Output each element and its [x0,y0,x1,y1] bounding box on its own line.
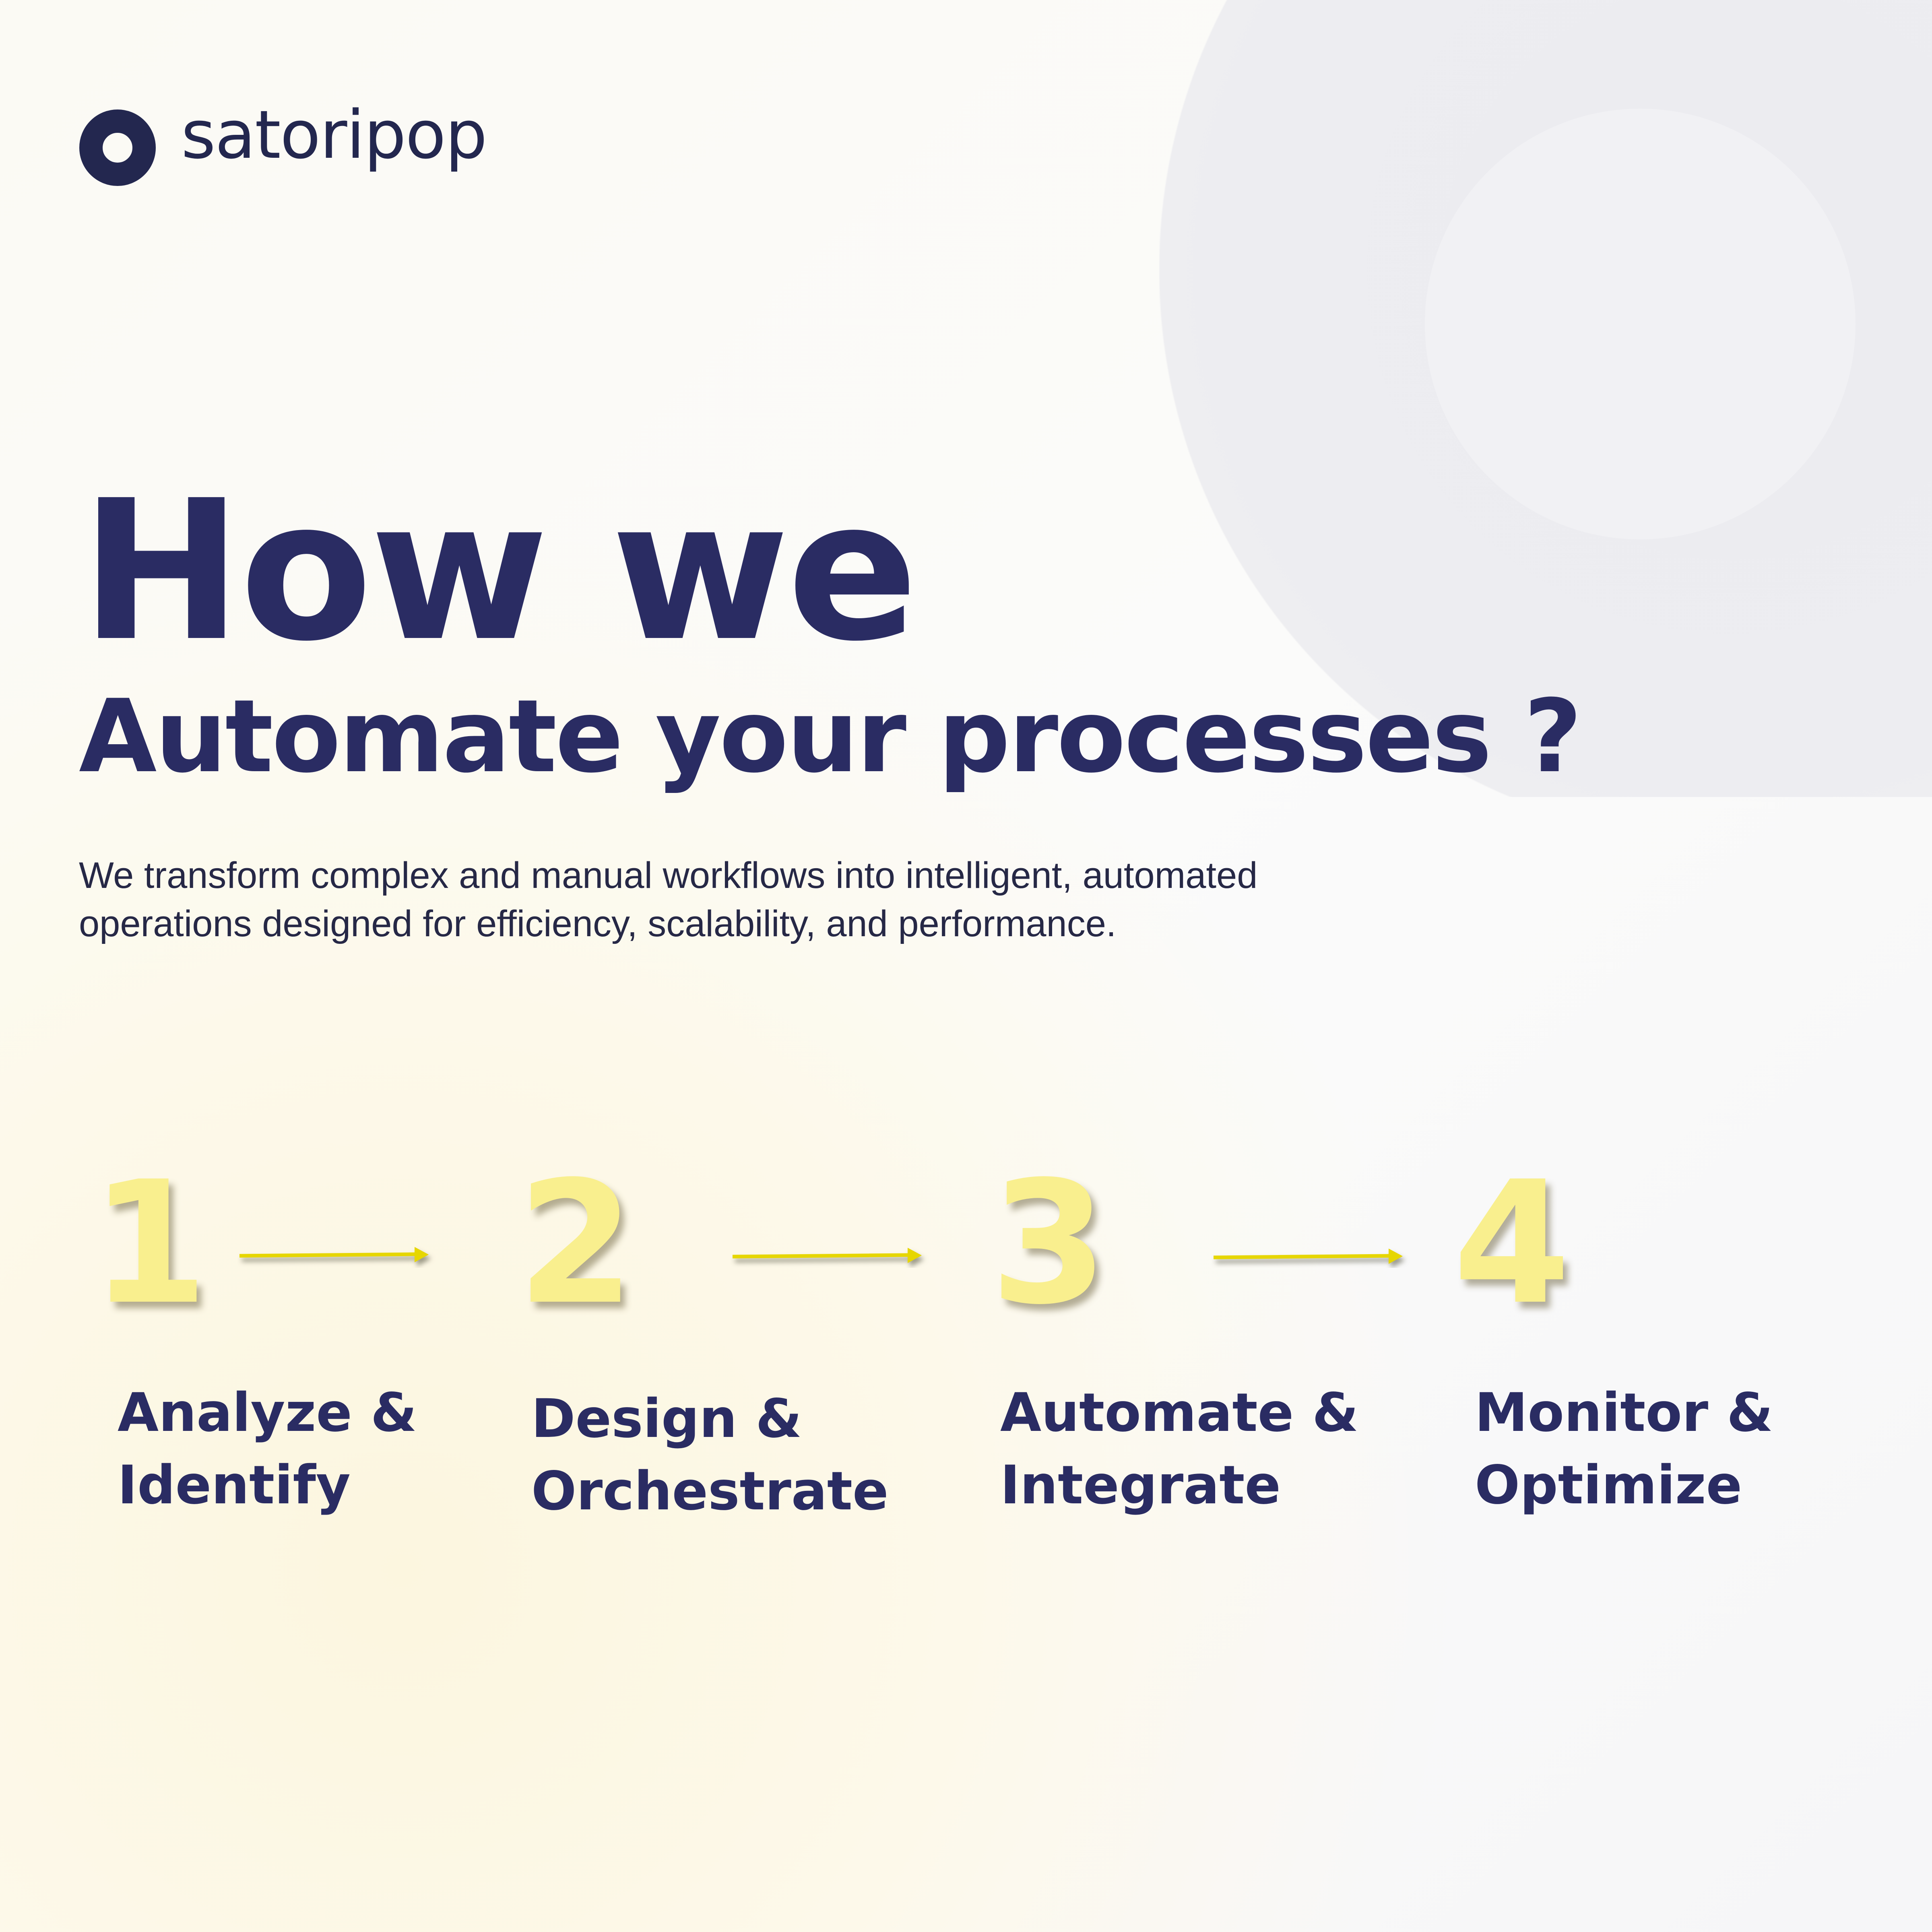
arrow-icon [239,1247,429,1262]
step-number-2: 2 [517,1145,635,1342]
heading-line2: Automate your processes ? [79,678,1582,795]
step-label-line: Integrate [1000,1454,1281,1516]
heading-line1: How we [80,459,918,684]
description: We transform complex and manual workflow… [79,851,1689,948]
brand-name: satoripop [181,96,487,173]
description-line1: We transform complex and manual workflow… [79,855,1258,896]
step-label-1: Analyze & Identify [118,1377,417,1521]
step-label-3: Automate & Integrate [1000,1377,1358,1521]
step-label-line: Optimize [1475,1454,1742,1516]
step-number-3: 3 [990,1145,1108,1342]
step-label-line: Analyze & [118,1382,417,1444]
background-circle-small [1425,109,1856,539]
logo-ring-icon [79,109,156,186]
step-number-1: 1 [91,1145,208,1342]
step-label-4: Monitor & Optimize [1475,1377,1773,1521]
arrow-icon [1213,1249,1403,1264]
arrow-icon [732,1248,922,1263]
step-label-line: Orchestrate [531,1460,889,1522]
step-label-2: Design & Orchestrate [531,1383,889,1527]
step-label-line: Monitor & [1475,1382,1773,1444]
step-label-line: Identify [118,1454,351,1516]
step-label-line: Design & [531,1388,802,1450]
step-number-4: 4 [1453,1145,1571,1342]
step-label-line: Automate & [1000,1382,1359,1444]
description-line2: operations designed for efficiency, scal… [79,903,1117,944]
